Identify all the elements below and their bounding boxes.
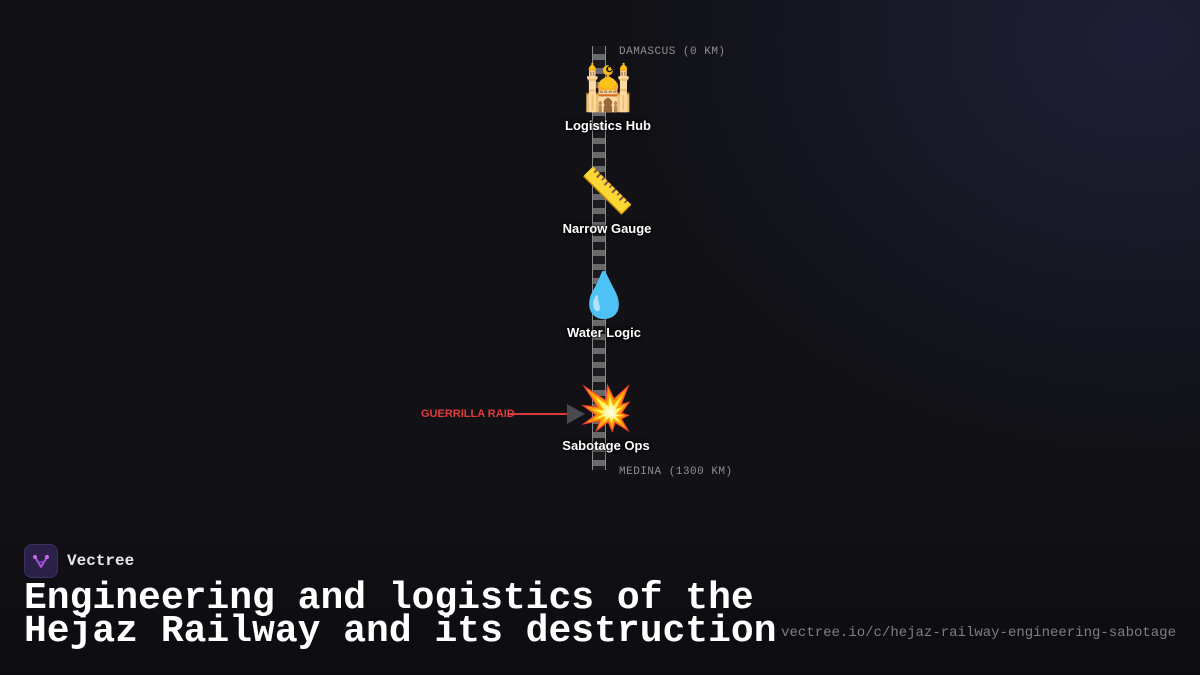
bottom-fade xyxy=(0,500,1200,675)
source-url[interactable]: vectree.io/c/hejaz-railway-engineering-s… xyxy=(781,625,1176,641)
node-water-logic: 💧 Water Logic xyxy=(524,271,684,340)
node-label: Narrow Gauge xyxy=(562,221,652,236)
node-label: Sabotage Ops xyxy=(562,438,650,453)
node-logistics-hub: 🕌 Logistics Hub xyxy=(528,64,688,133)
node-label: Water Logic xyxy=(567,325,641,340)
mosque-icon: 🕌 xyxy=(580,64,636,113)
explosion-icon: 💥 xyxy=(578,384,634,433)
node-label: Logistics Hub xyxy=(565,118,651,133)
page-title: Engineering and logistics of the Hejaz R… xyxy=(24,577,777,653)
end-station-label: MEDINA (1300 KM) xyxy=(619,466,733,478)
node-sabotage-ops: 💥 Sabotage Ops xyxy=(526,384,686,453)
raid-label: GUERRILLA RAID xyxy=(421,408,515,420)
raid-arrow-icon xyxy=(567,404,585,424)
brand-name: Vectree xyxy=(67,552,135,570)
vectree-logo-icon xyxy=(24,544,58,578)
raid-line xyxy=(508,413,570,415)
start-station-label: DAMASCUS (0 KM) xyxy=(619,46,726,58)
water-drop-icon: 💧 xyxy=(576,271,632,320)
railway-track xyxy=(592,46,606,470)
brand[interactable]: Vectree xyxy=(24,544,134,578)
ruler-icon: 📏 xyxy=(579,167,635,216)
node-narrow-gauge: 📏 Narrow Gauge xyxy=(527,167,687,236)
